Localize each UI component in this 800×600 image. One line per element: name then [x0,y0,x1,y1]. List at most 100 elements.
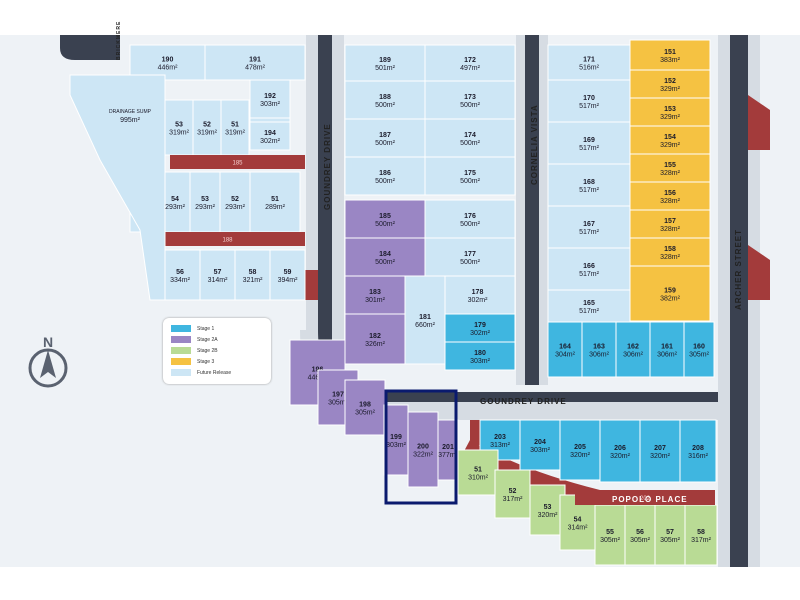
lot-parcel[interactable] [444,341,516,371]
lot-parcel[interactable] [249,121,291,151]
lot-parcel[interactable] [407,411,439,488]
lot-parcel[interactable] [594,504,626,566]
lot-parcel[interactable] [639,419,681,483]
lot-parcel[interactable] [629,125,711,155]
lot-parcel[interactable] [547,247,631,291]
lot-parcel[interactable] [219,171,251,233]
lot-parcel[interactable] [199,249,236,301]
lot-parcel[interactable] [547,121,631,165]
lot-parcel[interactable] [457,449,499,496]
lot-parcel[interactable] [547,44,631,81]
lot-parcel[interactable] [519,419,561,471]
lot-parcel[interactable] [679,419,717,483]
lot-parcel[interactable] [684,504,718,566]
lot-parcel[interactable] [529,484,566,536]
lot-parcel[interactable] [547,321,583,378]
lot-parcel[interactable] [615,321,651,378]
lot-parcel[interactable] [559,419,601,481]
lot-parcel[interactable] [189,171,221,233]
lot-parcel[interactable] [159,249,201,301]
lot-parcel[interactable] [599,419,641,483]
lot-parcel[interactable] [192,99,222,156]
lot-parcel[interactable] [220,99,250,156]
lot-parcel[interactable] [249,79,291,119]
lot-parcel[interactable] [494,469,531,519]
lot-parcel[interactable] [383,404,409,476]
lot-parcel[interactable] [424,237,516,277]
lot-parcel[interactable] [683,321,715,378]
lot-parcel[interactable] [629,69,711,99]
lot-parcel[interactable] [424,80,516,120]
lot-parcel[interactable] [424,156,516,196]
lot-parcel[interactable] [547,289,631,323]
lot-parcel[interactable] [629,97,711,127]
lot-parcel[interactable] [344,44,426,82]
lot-parcel[interactable] [344,379,386,436]
lot-parcel[interactable] [629,265,711,322]
lot-parcel[interactable] [234,249,271,301]
lot-parcel[interactable] [344,156,426,196]
lot-parcel[interactable] [344,80,426,120]
lot-parcel[interactable] [581,321,617,378]
lot-parcel[interactable] [269,249,306,301]
lot-parcel[interactable] [424,199,516,239]
lot-parcel[interactable] [649,321,685,378]
lot-parcel[interactable] [129,44,206,81]
lot-parcel[interactable] [547,79,631,123]
lot-parcel[interactable] [547,163,631,207]
lot-parcel[interactable] [404,275,446,365]
